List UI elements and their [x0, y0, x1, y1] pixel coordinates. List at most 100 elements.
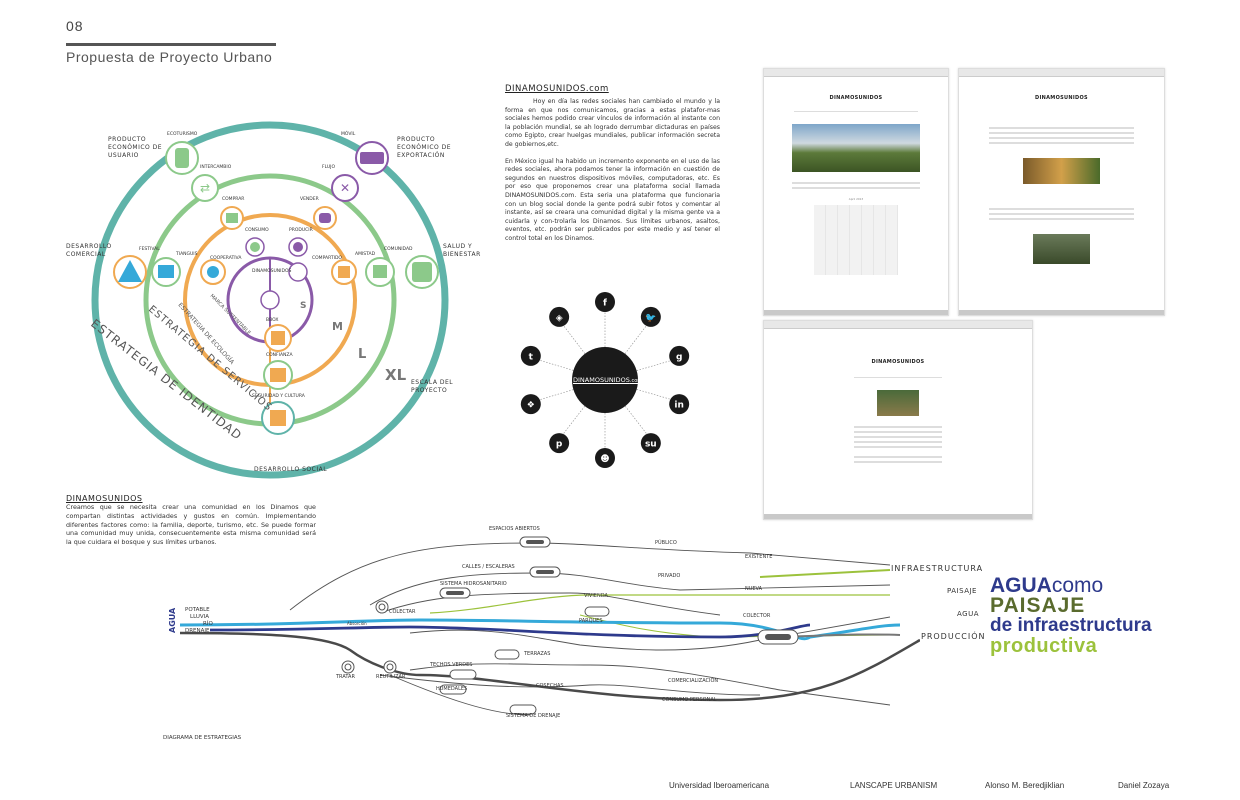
site-logo: DINAMOSUNIDOS — [871, 359, 925, 365]
node-tianguis-icon — [151, 257, 181, 287]
dinamos-bottom-heading: DINAMOSUNIDOS — [66, 494, 143, 503]
dinamos-intro: DINAMOSUNIDOS.com Hoy en día las redes s… — [505, 84, 720, 252]
label-consumo: CONSUMO — [245, 228, 269, 233]
diagram-caption: DIAGRAMA DE ESTRATEGIAS — [163, 735, 242, 741]
label-sistema-hidro: SISTEMA HIDROSANITARIO — [440, 581, 507, 587]
footer-author-1: Alonso M. Beredjiklian — [985, 781, 1065, 790]
svg-text:g: g — [676, 352, 682, 362]
label-publico: PÚBLICO — [655, 540, 677, 546]
ring-label-marca: MARCA SUSTENTABLE — [209, 293, 252, 336]
label-movil: MÓVIL — [341, 132, 356, 137]
label-parques: PARQUES — [579, 618, 603, 624]
label-cooperativa: COOPERATIVA — [210, 256, 242, 261]
svg-text:❖: ❖ — [527, 401, 535, 411]
google-icon[interactable]: g — [669, 345, 690, 366]
node-tratar — [341, 660, 355, 674]
label-festival: FESTIVAL — [139, 247, 160, 252]
label-producto-usuario: PRODUCTO ECONÓMICO DE USUARIO — [108, 136, 163, 159]
capsule-terrazas — [494, 649, 520, 660]
browser-bar — [959, 69, 1164, 77]
label-comprar: COMPRAR — [222, 197, 245, 202]
label-reutilizar: REUTILIZAR — [376, 674, 406, 680]
landscape-image — [792, 124, 920, 172]
svg-text:p: p — [556, 440, 563, 450]
node-bbox-icon — [260, 290, 280, 310]
label-dinamos-node: DINAMOSUNIDOS — [252, 269, 292, 274]
agua-title-block: AGUAcomo PAISAJE de infraestructura prod… — [990, 574, 1152, 656]
node-intercambio-icon: ⇄ — [191, 174, 219, 202]
hub-center — [572, 347, 638, 413]
agua-vertical-label: AGUA — [168, 607, 177, 633]
node-consumo-icon — [245, 237, 265, 257]
label-vender: VENDER — [300, 197, 319, 202]
screenshot-post: DINAMOSUNIDOS — [763, 320, 1033, 520]
dinamos-paragraph-1: Hoy en día las redes sociales han cambia… — [505, 98, 720, 148]
svg-text:✕: ✕ — [340, 181, 350, 195]
node-ecoturismo-icon — [165, 141, 199, 175]
calendar-grid — [814, 205, 898, 275]
capsule-techos — [449, 669, 477, 680]
strategy-circles-diagram: ⇄ ✕ S M L XL ESTRATEGIA DE IDENTIDAD EST… — [88, 121, 449, 479]
delicious-icon[interactable]: ◈ — [549, 306, 570, 327]
browser-bar — [764, 69, 948, 77]
title-agua-como: AGUAcomo — [990, 574, 1104, 597]
footer-university: Universidad Iberoamericana — [669, 781, 770, 790]
svg-text:f: f — [603, 299, 607, 309]
title-paisaje: PAISAJE — [990, 594, 1086, 617]
calendar-title: April 2013 — [848, 197, 864, 201]
footer-author-2: Daniel Zozaya — [1118, 781, 1170, 790]
dinamos-bottom: DINAMOSUNIDOS Creamos que se necesita cr… — [66, 494, 316, 547]
capsule-sistema-hidro — [439, 587, 471, 599]
label-intercambio: INTERCAMBIO — [200, 165, 232, 170]
site-logo: DINAMOSUNIDOS — [1035, 95, 1088, 101]
scale-s: S — [300, 301, 306, 311]
label-bbox: BBOX — [266, 318, 279, 323]
post-image — [877, 390, 919, 416]
label-desarrollo-social: DESARROLLO SOCIAL — [254, 466, 328, 473]
hub-center-label: DINAMOSUNIDOS.com — [573, 376, 643, 384]
dinamos-paragraph-2: En México igual ha habido un incremento … — [505, 157, 720, 242]
site-logo: DINAMOSUNIDOS — [829, 95, 883, 101]
node-festival-icon — [113, 255, 147, 289]
label-paisaje: PAISAJE — [947, 587, 977, 595]
label-produccion: PRODUCCIÓN — [921, 632, 986, 641]
label-cosechas: COSECHAS — [536, 683, 564, 689]
stumbleupon-icon[interactable]: su — [640, 433, 661, 454]
label-nueva: NUEVA — [745, 586, 763, 592]
capsule-humedales — [439, 684, 467, 695]
label-agua: AGUA — [957, 610, 980, 618]
screenshot-blog: DINAMOSUNIDOS — [958, 68, 1165, 316]
label-seguridad: SEGURIDAD Y CULTURA — [252, 394, 305, 399]
twitter-icon[interactable]: 🐦 — [640, 306, 661, 327]
node-desarrollo-social-icon — [261, 401, 295, 435]
scale-l: L — [358, 347, 366, 362]
reddit-icon[interactable]: ☻ — [595, 448, 615, 468]
capsule-espacios — [519, 536, 551, 548]
label-colectar: COLECTAR — [389, 609, 416, 615]
dropbox-icon[interactable]: ❖ — [520, 394, 541, 415]
label-confianza: CONFIANZA — [266, 353, 293, 358]
node-seguridad-icon — [263, 360, 293, 390]
linkedin-icon[interactable]: in — [669, 394, 690, 415]
node-vender-icon — [313, 206, 337, 230]
facebook-icon[interactable]: f — [595, 292, 615, 312]
capsule-calles — [529, 566, 561, 578]
tumblr-icon[interactable]: t — [520, 345, 541, 366]
label-producir: PRODUCIR — [289, 228, 313, 233]
label-absorcion: Absorción — [347, 621, 367, 626]
pinterest-icon[interactable]: p — [549, 433, 570, 454]
dinamos-paragraphs: Hoy en día las redes sociales han cambia… — [505, 98, 720, 244]
node-compartido-icon — [288, 262, 308, 282]
scale-m: M — [332, 320, 343, 333]
label-flujo: FLUJO — [322, 165, 336, 170]
page-title: Propuesta de Proyecto Urbano — [66, 49, 273, 65]
node-salud-icon — [405, 255, 439, 289]
label-comercializacion: COMERCIALIZACIÓN — [668, 678, 719, 684]
blog-image-1 — [1023, 158, 1100, 184]
label-lluvia: LLUVIA — [190, 614, 210, 620]
page-number: 08 — [66, 18, 84, 34]
node-producir-icon — [288, 237, 308, 257]
label-colector: COLECTOR — [743, 613, 771, 619]
screenshot-home: DINAMOSUNIDOS April 2013 — [763, 68, 949, 316]
